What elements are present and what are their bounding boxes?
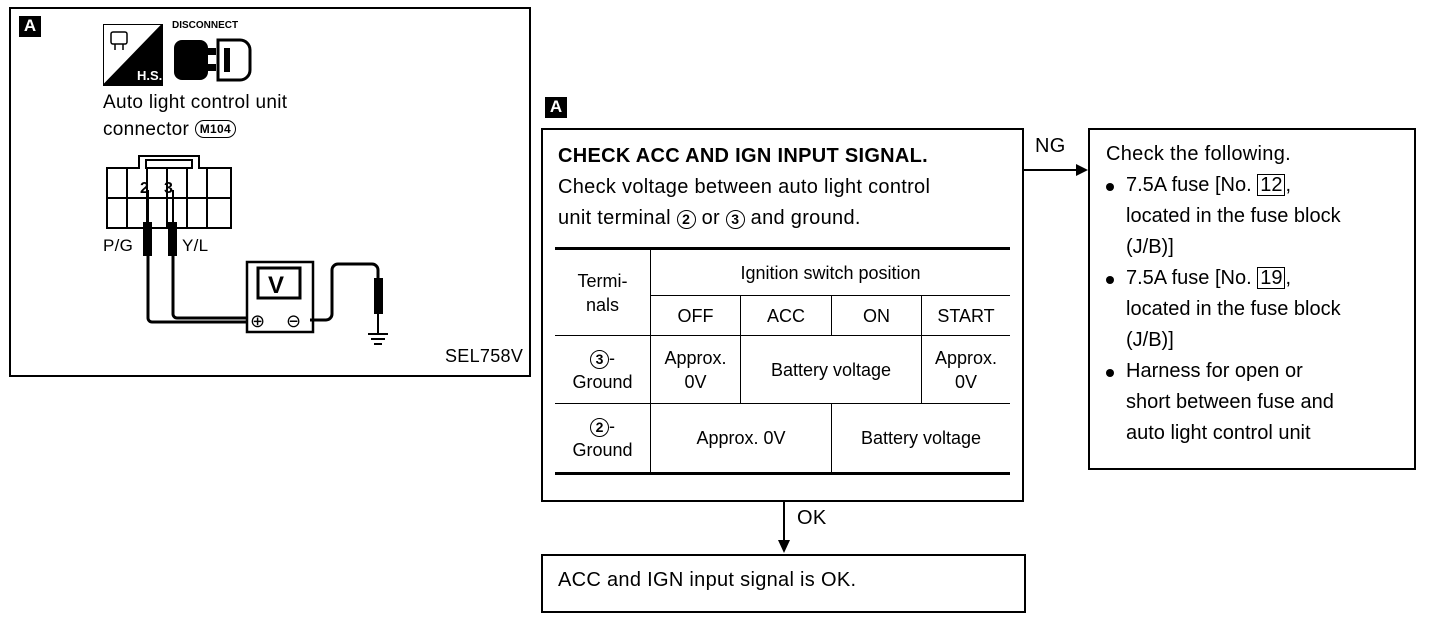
disconnect-connector-icon xyxy=(174,38,252,82)
item1-pre: 7.5A fuse [No. xyxy=(1126,174,1258,196)
row1-terminal-label: - Ground xyxy=(572,347,633,392)
voltmeter-label: V xyxy=(268,272,284,299)
col-acc: ACC xyxy=(740,295,832,336)
item2-post: , located in the fuse block (J/B)] xyxy=(1126,267,1341,351)
row2-terminal-label: - Ground xyxy=(572,416,633,460)
hs-label: H.S. xyxy=(137,68,162,83)
terminals-header: Termi- nals xyxy=(555,247,651,336)
check-badge: A xyxy=(545,97,567,118)
check-desc-line2: unit terminal 2 or 3 and ground. xyxy=(558,207,861,230)
desc-line2-post: and ground. xyxy=(750,207,861,229)
connector-title-line1: Auto light control unit xyxy=(103,92,288,113)
ng-item-fuse-12: 7.5A fuse [No. 12, located in the fuse b… xyxy=(1106,170,1341,263)
hs-icon: H.S. xyxy=(103,24,163,86)
figure-code: SEL758V xyxy=(445,346,524,366)
ok-result-box xyxy=(541,554,1026,613)
terminal-2-circle: 2 xyxy=(676,210,696,229)
position-header: Ignition switch position xyxy=(650,247,1010,296)
ng-label: NG xyxy=(1035,135,1066,157)
row2-terminal-num: 2 xyxy=(590,418,609,437)
ignition-voltage-table: Termi- nals Ignition switch position OFF… xyxy=(555,247,1010,475)
fuse-12-number: 12 xyxy=(1257,174,1286,196)
connector-title-line2: connector M104 xyxy=(103,119,236,141)
col-start: START xyxy=(921,295,1010,336)
row2-on-start: Battery voltage xyxy=(831,403,1010,475)
item2-pre: 7.5A fuse [No. xyxy=(1126,267,1258,289)
ng-check-list: 7.5A fuse [No. 12, located in the fuse b… xyxy=(1106,170,1341,449)
ng-arrow-head xyxy=(1076,164,1088,176)
item1-post: , located in the fuse block (J/B)] xyxy=(1126,174,1341,258)
row1-terminal: 3- Ground xyxy=(555,335,651,404)
wiring-diagram-panel xyxy=(9,7,531,377)
ng-check-box xyxy=(1088,128,1416,470)
col-off: OFF xyxy=(650,295,741,336)
ok-result-text: ACC and IGN input signal is OK. xyxy=(558,569,857,591)
check-title: CHECK ACC AND IGN INPUT SIGNAL. xyxy=(558,145,929,167)
connector-word: connector xyxy=(103,119,190,140)
terminal-2-label: 2 xyxy=(140,180,149,197)
meter-minus-terminal: ⊖ xyxy=(286,311,301,332)
ok-arrow-head xyxy=(778,540,790,553)
row2-off-acc: Approx. 0V xyxy=(650,403,832,475)
terminal-3-circle: 3 xyxy=(725,210,745,229)
panel-badge: A xyxy=(19,16,41,37)
connector-wiring-figure: 2 3 V ⊕ ⊖ xyxy=(106,155,388,345)
desc-line2-pre: unit terminal xyxy=(558,207,671,229)
item3-text: Harness for open or short between fuse a… xyxy=(1126,360,1334,444)
row1-start: Approx. 0V xyxy=(921,335,1010,404)
ng-title: Check the following. xyxy=(1106,143,1291,165)
disconnect-label: DISCONNECT xyxy=(172,20,239,31)
terminal-3-label: 3 xyxy=(164,180,173,197)
or-word: or xyxy=(701,207,720,229)
ok-label: OK xyxy=(797,507,827,529)
row2-terminal: 2- Ground xyxy=(555,403,651,475)
wire-color-pg: P/G xyxy=(103,236,134,255)
fuse-19-number: 19 xyxy=(1257,267,1286,289)
ng-item-fuse-19: 7.5A fuse [No. 19, located in the fuse b… xyxy=(1106,263,1341,356)
wire-color-yl: Y/L xyxy=(182,236,209,255)
row1-terminal-num: 3 xyxy=(590,349,609,369)
check-desc-line1: Check voltage between auto light control xyxy=(558,176,931,198)
check-acc-ign-box xyxy=(541,128,1024,502)
connector-code-badge: M104 xyxy=(194,120,236,138)
meter-plus-terminal: ⊕ xyxy=(250,311,265,332)
ng-item-harness: Harness for open or short between fuse a… xyxy=(1106,356,1341,449)
